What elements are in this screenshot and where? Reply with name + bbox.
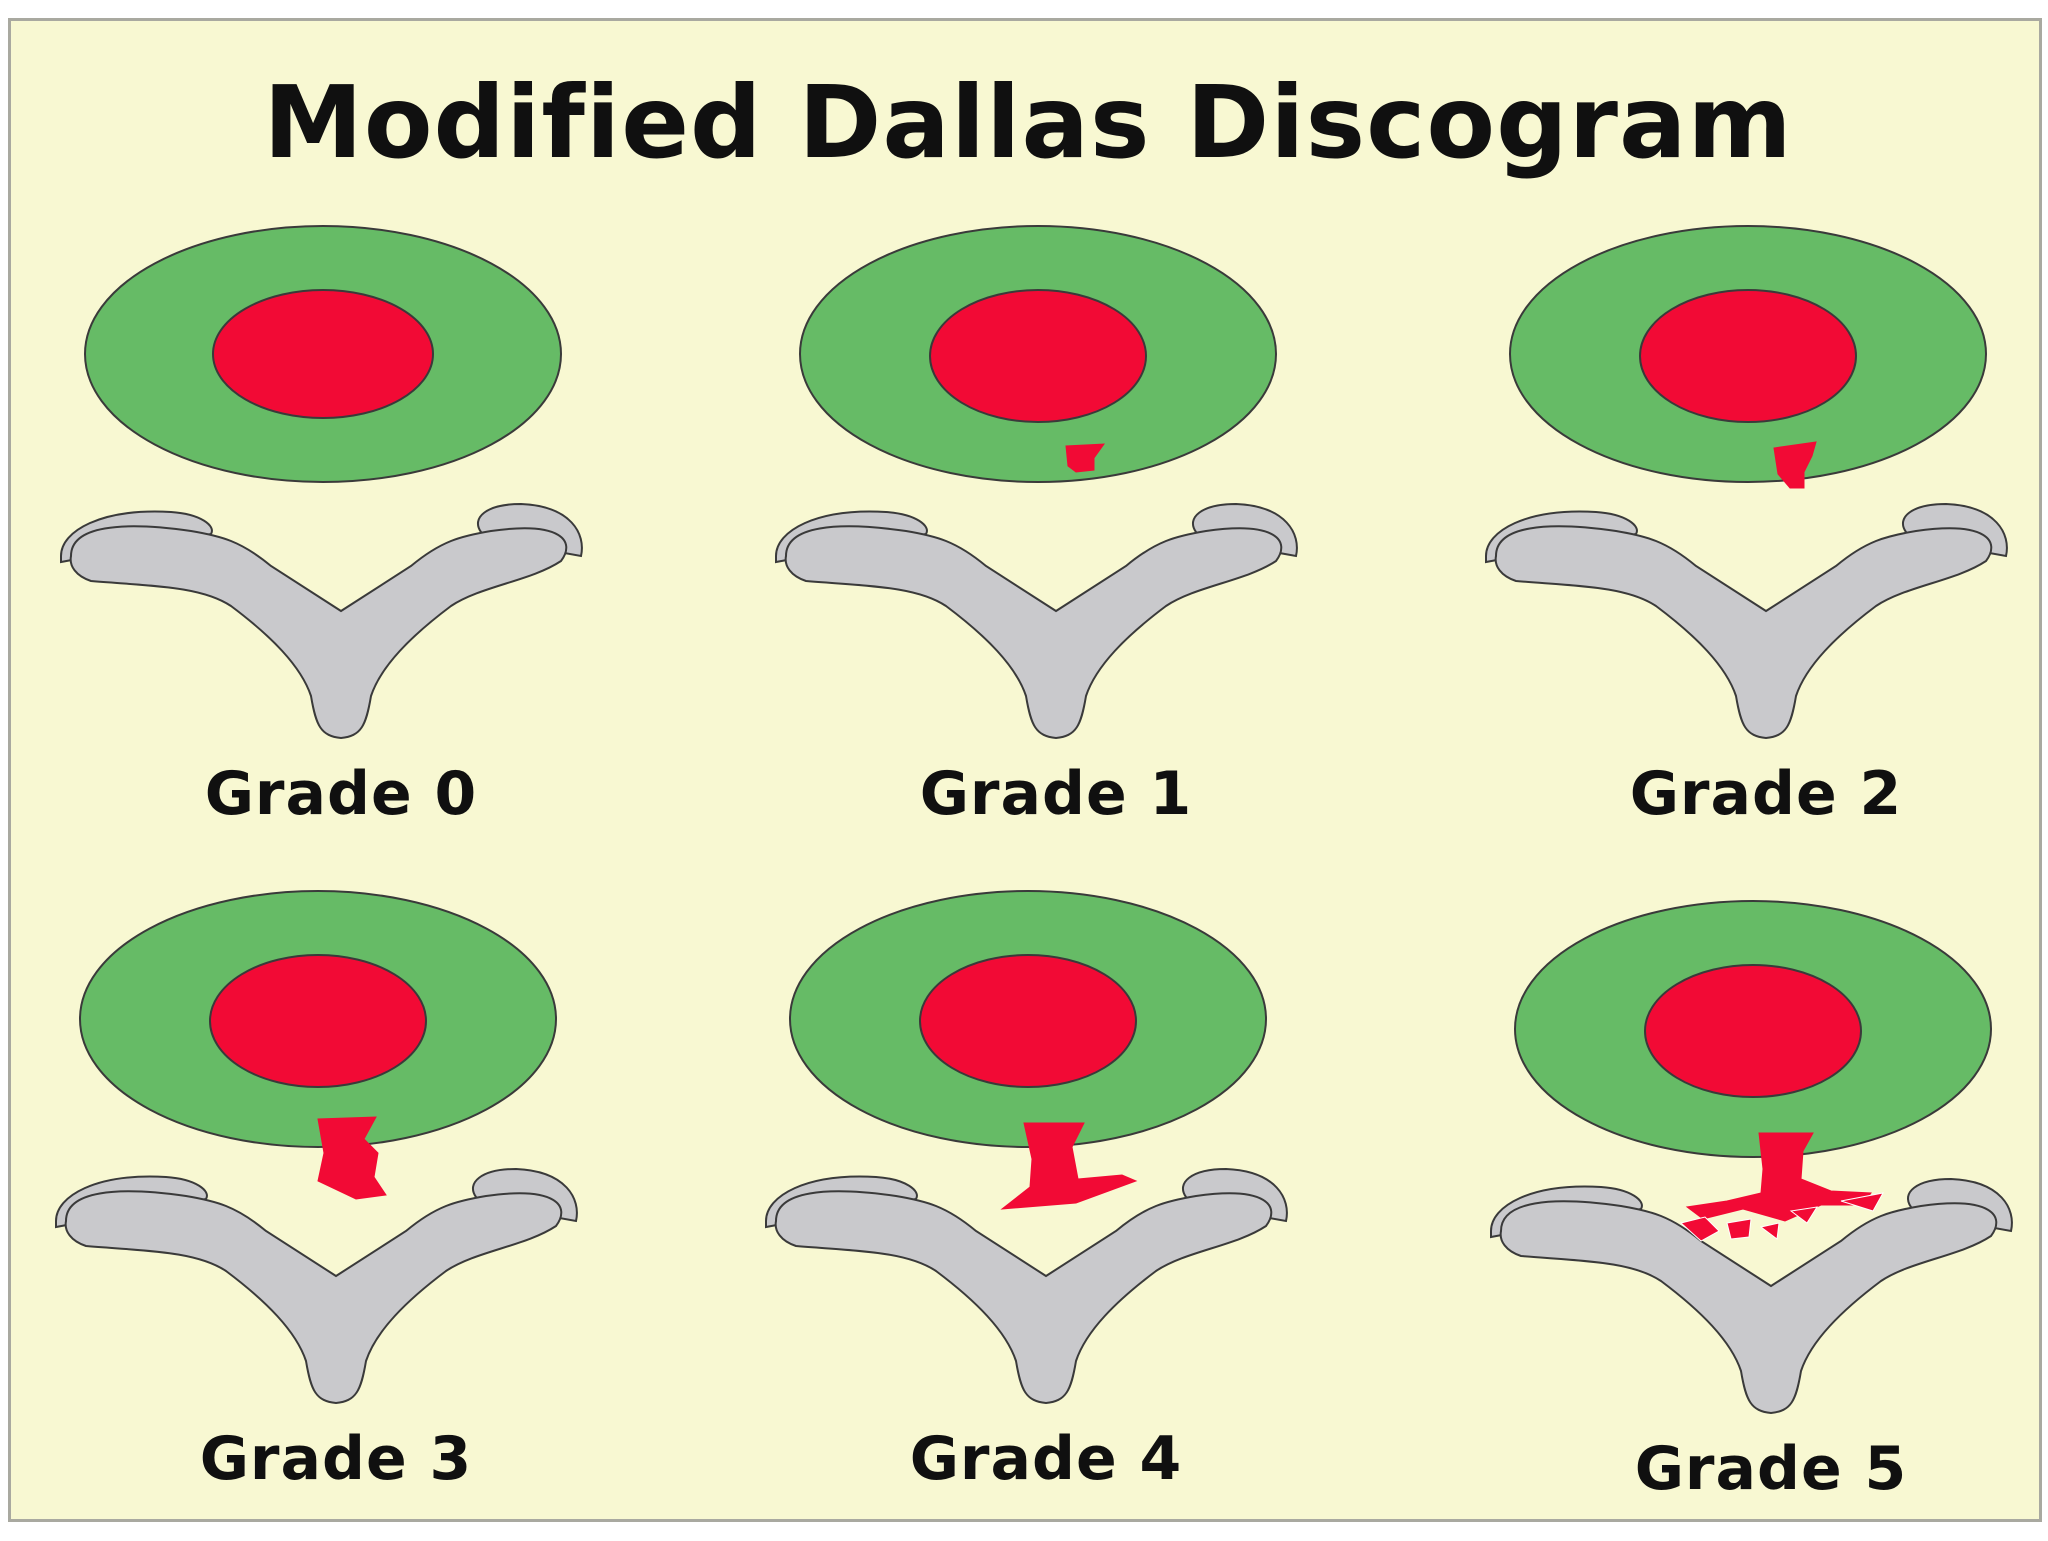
vertebra-shape: [765, 1167, 1288, 1405]
nucleus-pulposus: [212, 289, 434, 419]
disc-illustration-grade-2: [1485, 225, 2008, 740]
grade-label: Grade 4: [909, 1424, 1183, 1494]
nucleus-pulposus: [929, 289, 1147, 473]
vertebra-shape: [55, 1167, 578, 1405]
disc-illustration-grade-4: [765, 890, 1288, 1405]
panel-grade-2: Grade 2: [1485, 225, 2046, 866]
vertebra-shape: [1485, 502, 2008, 740]
vertebra-shape: [60, 502, 583, 740]
nucleus-pulposus: [1644, 964, 1884, 1242]
vertebra-shape: [1490, 1177, 2013, 1415]
extravasation-fragment: [1840, 1192, 1884, 1212]
diagram-frame: Modified Dallas Discogram Grade 0 Grade …: [8, 18, 2042, 1522]
grade-label: Grade 5: [1634, 1434, 1908, 1504]
panel-grade-3: Grade 3: [55, 890, 616, 1531]
contrast-leak: [317, 1116, 387, 1200]
contrast-leak: [1000, 1122, 1138, 1210]
diagram-title: Modified Dallas Discogram: [263, 64, 1793, 181]
panel-grade-1: Grade 1: [775, 225, 1336, 866]
panel-grade-4: Grade 4: [765, 890, 1326, 1531]
disc-illustration-grade-0: [60, 225, 583, 740]
extravasation-fragment: [1759, 1222, 1780, 1240]
grade-label: Grade 1: [919, 759, 1193, 829]
panel-grade-5: Grade 5: [1490, 900, 2048, 1541]
disc-illustration-grade-5: [1490, 900, 2013, 1415]
nucleus-pulposus: [209, 954, 427, 1200]
grade-label: Grade 0: [204, 759, 478, 829]
panel-grade-0: Grade 0: [60, 225, 621, 866]
contrast-leak: [1065, 443, 1106, 473]
grade-label: Grade 3: [199, 1424, 473, 1494]
contrast-leak: [1773, 441, 1817, 489]
extravasation-fragment: [1789, 1206, 1819, 1224]
grade-label: Grade 2: [1629, 759, 1903, 829]
disc-illustration-grade-3: [55, 890, 578, 1405]
nucleus-pulposus: [919, 954, 1138, 1210]
nucleus-pulposus: [1639, 289, 1857, 489]
extravasation-fragment: [1726, 1218, 1752, 1240]
extravasation-fragment: [1679, 1216, 1720, 1242]
vertebra-shape: [775, 502, 1298, 740]
disc-illustration-grade-1: [775, 225, 1298, 740]
